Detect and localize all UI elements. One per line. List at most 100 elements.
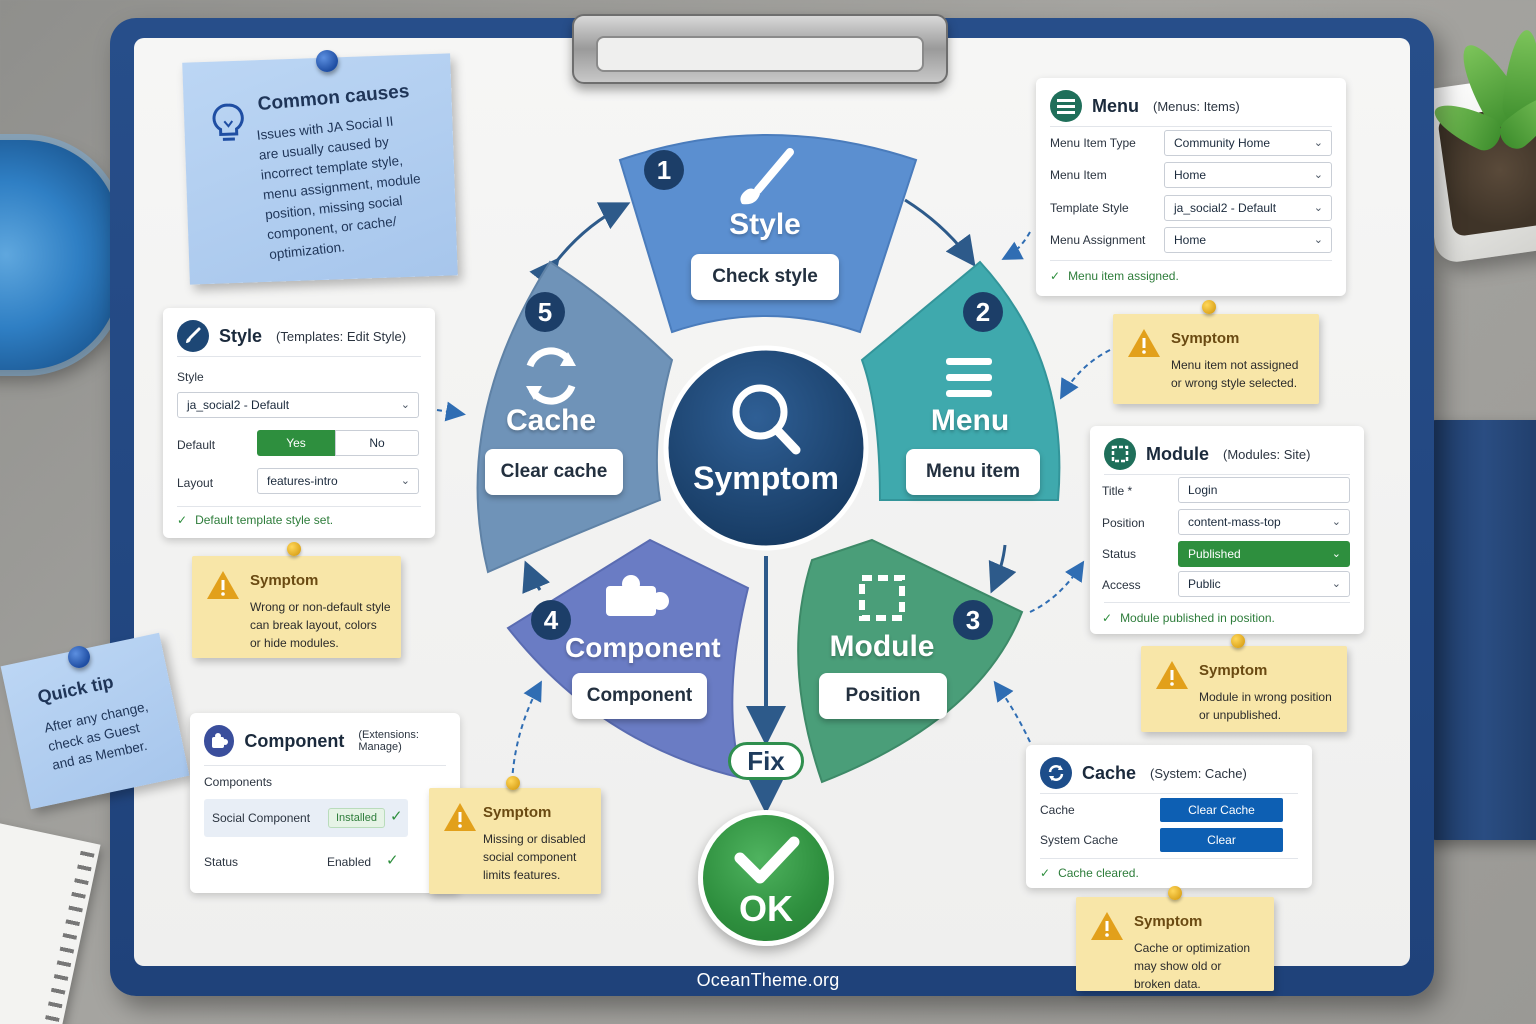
style-status: ✓Default template style set. [177,513,334,527]
component-status-value: Enabled [327,855,372,869]
hamburger-icon [1050,90,1082,122]
quick-tip-text: After any change, check as Guest and as … [42,698,150,773]
default-yes-toggle[interactable]: Yes [257,430,335,456]
segment-title-style: Style [729,208,801,241]
chevron-down-icon: ⌄ [1313,137,1323,149]
clipboard-clip-opening [596,36,924,72]
warning-icon [207,571,239,599]
brush-icon [177,320,209,352]
segment-title-menu: Menu [930,404,1010,437]
component-card-subtitle: (Extensions: Manage) [358,729,419,753]
checkmark-icon: ✓ [177,513,188,527]
warning-icon [444,803,476,831]
module-card: Module (Modules: Site) Title * Login Pos… [1090,426,1364,634]
module-position-label: Position [1102,516,1145,530]
cache-card-title: Cache [1082,762,1137,783]
chevron-down-icon: ⌄ [1313,202,1323,214]
center-circle [663,345,869,551]
pushpin-icon [1202,300,1216,314]
clear-cache-button[interactable]: Clear cache [485,449,623,495]
menu-item-type-select[interactable]: Community Home⌄ [1164,130,1332,156]
warning-icon [1156,661,1188,689]
menu-assignment-label: Menu Assignment [1050,233,1146,247]
segment-title-cache: Cache [505,404,597,437]
style-card-title: Style [219,325,263,346]
template-style-select[interactable]: ja_social2 - Default⌄ [1164,195,1332,221]
module-status-line: ✓Module published in position. [1102,611,1275,625]
menu-item-type-label: Menu Item Type [1050,136,1136,150]
common-causes-title: Common causes [256,80,411,116]
refresh-icon [1040,757,1072,789]
menu-assignment-select[interactable]: Home⌄ [1164,227,1332,253]
module-card-subtitle: (Modules: Site) [1223,446,1311,462]
cycle-arrow [988,544,1017,594]
position-button[interactable]: Position [819,673,947,719]
layout-select[interactable]: features-intro⌄ [257,468,419,494]
common-causes-text: Issues with JA Social II are usually cau… [255,113,422,263]
symptom-title: Symptom [483,804,552,821]
fix-label: Fix [728,742,804,780]
center-symptom-label: Symptom [693,460,839,496]
footer-brand[interactable]: OceanTheme.org [696,970,840,990]
step-number-5: 5 [525,292,565,332]
chevron-down-icon: ⌄ [1313,169,1323,181]
menu-item-button[interactable]: Menu item [906,449,1040,495]
menu-card-subtitle: (Menus: Items) [1153,98,1240,114]
step-number-4: 4 [531,600,571,640]
module-access-label: Access [1102,578,1141,592]
component-button[interactable]: Component [572,673,707,719]
quick-tip-title: Quick tip [35,671,116,708]
system-cache-label: System Cache [1040,833,1119,847]
ok-label: OK [739,888,793,929]
chevron-down-icon: ⌄ [400,475,410,487]
component-status-label: Status [204,855,239,869]
step-number-3: 3 [953,600,993,640]
warning-icon [1091,912,1123,940]
lightbulb-icon [212,103,244,141]
pushpin-icon [1168,886,1182,900]
checkmark-icon: ✓ [390,808,403,825]
module-card-title: Module [1146,443,1209,464]
default-no-toggle[interactable]: No [335,430,419,456]
menu-item-select[interactable]: Home⌄ [1164,162,1332,188]
pushpin-icon [1231,634,1245,648]
brush-icon [740,148,794,205]
style-card: Style (Templates: Edit Style) Style ja_s… [163,308,435,538]
cycle-arrow [522,560,551,594]
symptom-title: Symptom [1171,330,1240,347]
common-causes-note: Common causes Issues with JA Social II a… [182,53,458,285]
style-select[interactable]: ja_social2 - Default⌄ [177,392,419,418]
components-section-label: Components [204,775,273,789]
pushpin-icon [316,50,338,72]
symptom-title: Symptom [1199,662,1268,679]
magnifier-icon [732,384,788,440]
chevron-down-icon: ⌄ [1313,234,1323,246]
module-title-input[interactable]: Login [1178,477,1350,503]
pushpin-icon [506,776,520,790]
menu-card: Menu (Menus: Items) Menu Item Type Commu… [1036,78,1346,296]
menu-card-title: Menu [1092,95,1139,116]
symptom-title: Symptom [1134,913,1203,930]
hamburger-icon [946,358,992,397]
layout-label: Layout [177,476,214,490]
clear-cache-action-button[interactable]: Clear Cache [1160,798,1283,822]
chevron-down-icon: ⌄ [1331,548,1341,560]
dashed-square-icon [859,575,905,621]
check-style-button[interactable]: Check style [691,254,839,300]
module-access-select[interactable]: Public⌄ [1178,571,1350,597]
clear-system-cache-button[interactable]: Clear [1160,828,1283,852]
module-position-select[interactable]: content-mass-top⌄ [1178,509,1350,535]
social-component-row[interactable]: Social Component Installed ✓ [204,799,408,837]
water-glass [0,140,120,370]
module-status-select[interactable]: Published⌄ [1178,541,1350,567]
menu-status: ✓Menu item assigned. [1050,269,1179,283]
checkmark-icon: ✓ [386,852,399,869]
